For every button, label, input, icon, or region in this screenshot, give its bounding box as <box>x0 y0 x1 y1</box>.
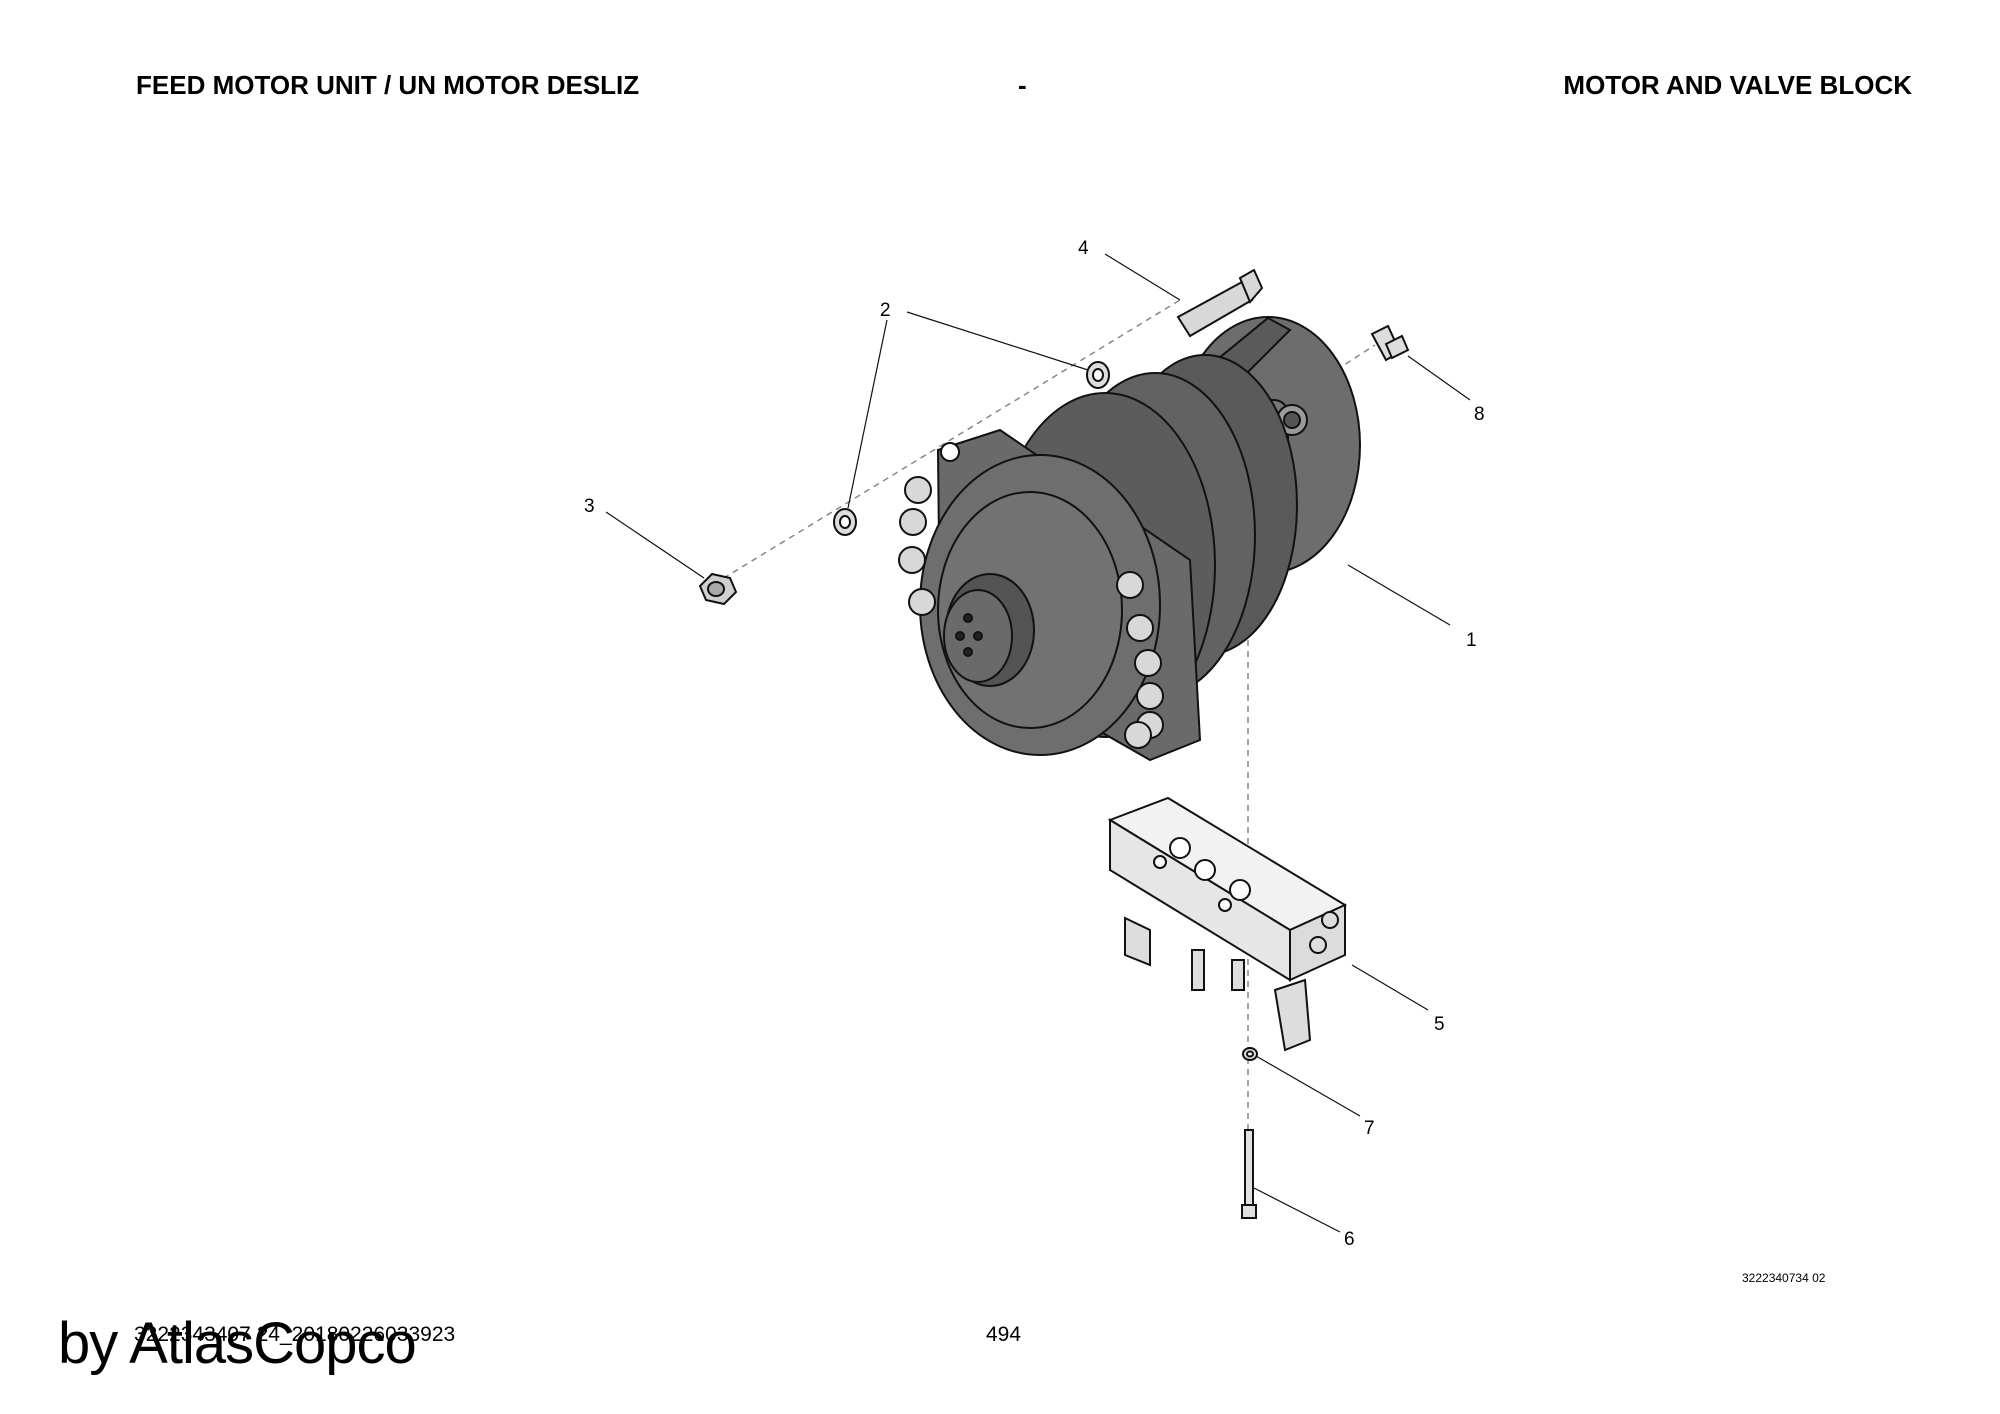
hex-nut <box>698 572 738 606</box>
section-title: MOTOR AND VALVE BLOCK <box>1563 70 1912 100</box>
callout-6: 6 <box>1344 1229 1355 1250</box>
hydraulic-motor <box>898 316 1361 762</box>
callout-1: 1 <box>1466 630 1477 651</box>
callout-4: 4 <box>1078 238 1089 259</box>
page-number: 494 <box>986 1323 1022 1346</box>
valve-block <box>1107 796 1348 1052</box>
elbow-fitting <box>1370 324 1410 362</box>
watermark: by AtlasCopco <box>58 1311 417 1376</box>
cap-screw <box>1241 1129 1257 1219</box>
header-separator: - <box>1018 70 1027 100</box>
callout-7: 7 <box>1364 1118 1375 1139</box>
callout-8: 8 <box>1474 404 1485 425</box>
document-id: 3222343407 24_20180226033923 <box>134 1323 456 1346</box>
page-title: FEED MOTOR UNIT / UN MOTOR DESLIZ <box>136 70 640 100</box>
callout-2: 2 <box>880 300 891 321</box>
callout-5: 5 <box>1434 1014 1445 1035</box>
small-washer <box>1242 1047 1258 1061</box>
hex-bolt <box>1176 268 1264 338</box>
leader-lines <box>605 253 1471 1233</box>
callout-3: 3 <box>584 496 595 517</box>
drawing-reference-number: 3222340734 02 <box>1742 1271 1826 1285</box>
washer-pair <box>833 361 1110 536</box>
